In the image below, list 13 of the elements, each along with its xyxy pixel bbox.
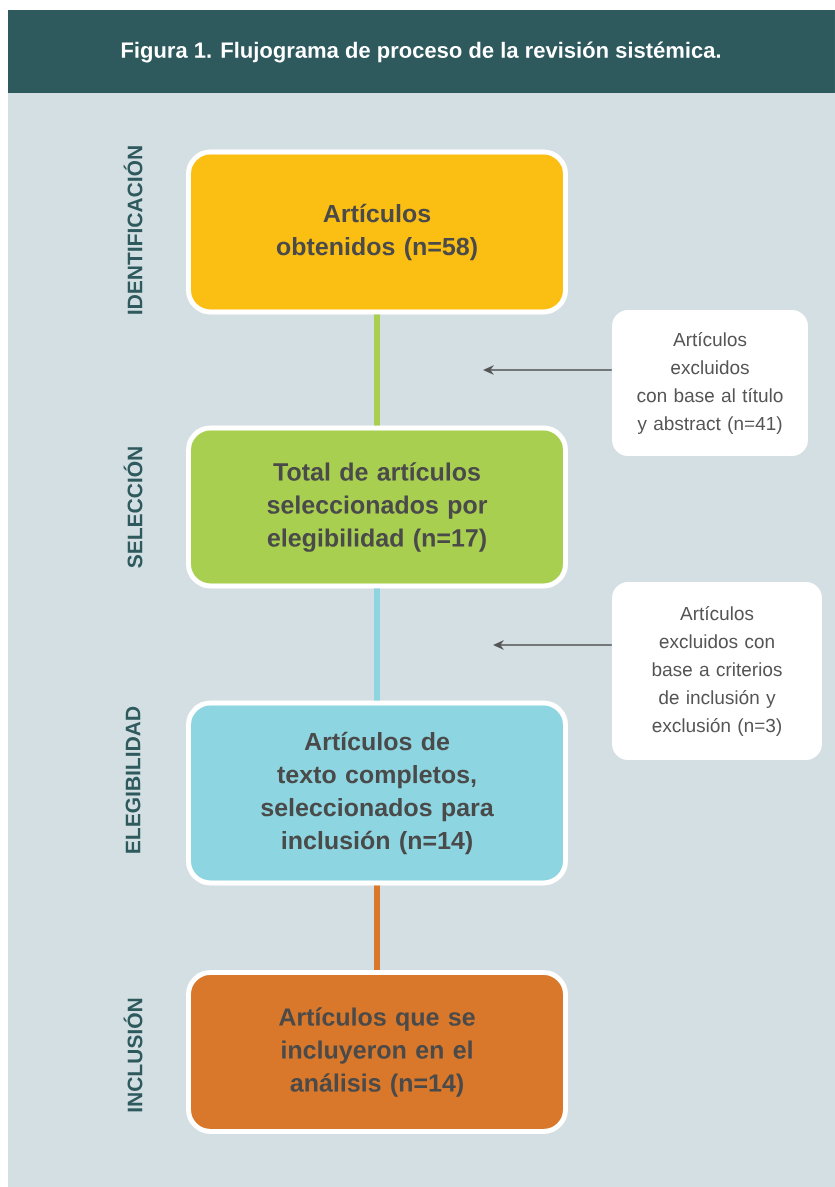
note-box: Artículos excluidos con base al título y abstract (n=41): [612, 310, 808, 456]
stage-label: IDENTIFICACIÓN: [123, 146, 143, 314]
connector-line: [374, 314, 380, 426]
process-box: Artículos que se incluyeron en el análisis (n=14): [186, 970, 568, 1134]
stage-label: ELEGIBILIDAD: [125, 706, 141, 853]
process-box: Total de artículos seleccionados por elegibilidad (n=17): [186, 425, 568, 589]
title-banner: Figura 1. Flujograma de proceso de la revisión sistémica.: [8, 10, 835, 93]
process-box: Artículos de texto completos, seleccionados para inclusión (n=14): [186, 700, 568, 886]
stage-label: INCLUSIÓN: [123, 998, 143, 1112]
process-box: Artículos obtenidos (n=58): [186, 149, 568, 315]
note-box: Artículos excluidos con base a criterios de inclusión y exclusión (n=3): [612, 582, 822, 760]
connector-line: [374, 588, 380, 701]
stage-label: SELECCIÓN: [123, 447, 143, 568]
